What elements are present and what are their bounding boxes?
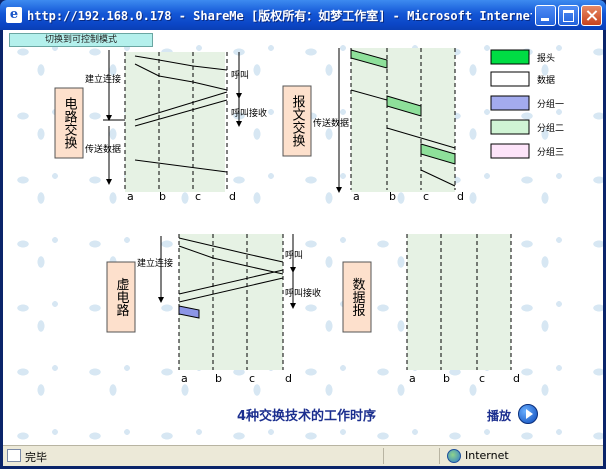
legend-swatch-data [490,71,530,87]
panel-title-box [106,261,136,333]
play-label: 播放 [487,409,512,423]
label-accept: 呼叫接收 [285,287,321,299]
legend: 报头 数据 分组一 分组二 分组三 [490,49,564,159]
station-label-b: b [159,190,166,203]
play-icon [518,404,538,424]
legend-label: 分组二 [537,122,564,134]
status-bar: 完毕 Internet [3,445,603,466]
station-label-a: a [127,190,134,203]
close-button[interactable] [581,5,602,26]
panel-title: 报文交换 [290,95,306,148]
legend-swatch-packet-3 [490,143,530,159]
label-accept: 呼叫接收 [231,107,267,119]
zone-text: Internet [465,449,509,462]
station-label-b: b [443,372,450,385]
message-header-3 [420,143,456,165]
page-status-icon [7,449,21,462]
panel-circuit: 电路交换 建立连接 传送数据 呼叫 呼叫接收 a b c d [54,50,267,203]
label-setup: 建立连接 [85,73,121,85]
label-setup: 建立连接 [137,257,173,269]
panel-title-box [282,85,312,157]
panel-title: 虚电路 [114,278,130,317]
legend-swatch-header [490,49,530,65]
station-label-c: c [479,372,485,385]
message-header-1 [350,49,388,69]
lane-datagram [407,234,511,370]
window-title: http://192.168.0.178 - ShareMe [版权所有：如梦工… [27,9,532,23]
station-label-a: a [353,190,360,203]
status-separator [439,448,440,464]
station-label-d: d [229,190,236,203]
label-call: 呼叫 [285,250,303,261]
title-bar[interactable]: e http://192.168.0.178 - ShareMe [版权所有：如… [0,0,606,30]
maximize-button[interactable] [558,5,579,26]
panel-virtual: 虚电路 建立连接 呼叫 呼叫接收 a b c d [106,234,321,385]
station-label-a: a [181,372,188,385]
station-label-b: b [389,190,396,203]
panel-title-box [342,261,372,333]
internet-zone-icon [447,449,461,463]
label-transfer: 传送数据 [313,117,349,129]
legend-swatch-packet-2 [490,119,530,135]
panel-message: 报文交换 传送数据 a b c d [282,48,464,203]
panel-title: 数据报 [350,278,366,317]
station-label-c: c [249,372,255,385]
minimize-button[interactable] [535,5,556,26]
legend-label: 数据 [537,74,555,86]
station-label-b: b [215,372,222,385]
switching-timing-diagram: 电路交换 建立连接 传送数据 呼叫 呼叫接收 a b c d [54,48,564,424]
status-text: 完毕 [25,451,47,464]
station-label-a: a [409,372,416,385]
legend-swatch-packet-1 [490,95,530,111]
lane-virtual [179,234,283,370]
station-label-c: c [423,190,429,203]
station-label-d: d [285,372,292,385]
lane-message [351,48,455,192]
panel-datagram: 数据报 a b c d [342,234,520,385]
ie-page-icon: e [6,7,22,23]
status-separator [383,448,384,464]
station-label-d: d [457,190,464,203]
lane-circuit-1 [125,52,225,192]
station-label-d: d [513,372,520,385]
legend-label: 分组一 [537,98,564,110]
legend-label: 分组三 [537,146,564,158]
page-content: 切换到可控制模式 [3,30,603,445]
virtual-packet-1 [178,305,200,319]
message-header-2 [386,95,422,117]
label-transfer: 传送数据 [85,143,121,155]
panel-title: 电路交换 [62,97,78,150]
station-label-c: c [195,190,201,203]
legend-label: 报头 [537,52,555,64]
diagram-caption: 4种交换技术的工作时序 [237,408,376,424]
panel-title-box [54,87,84,159]
mode-switch-button[interactable]: 切换到可控制模式 [9,33,153,47]
label-call: 呼叫 [231,70,249,81]
